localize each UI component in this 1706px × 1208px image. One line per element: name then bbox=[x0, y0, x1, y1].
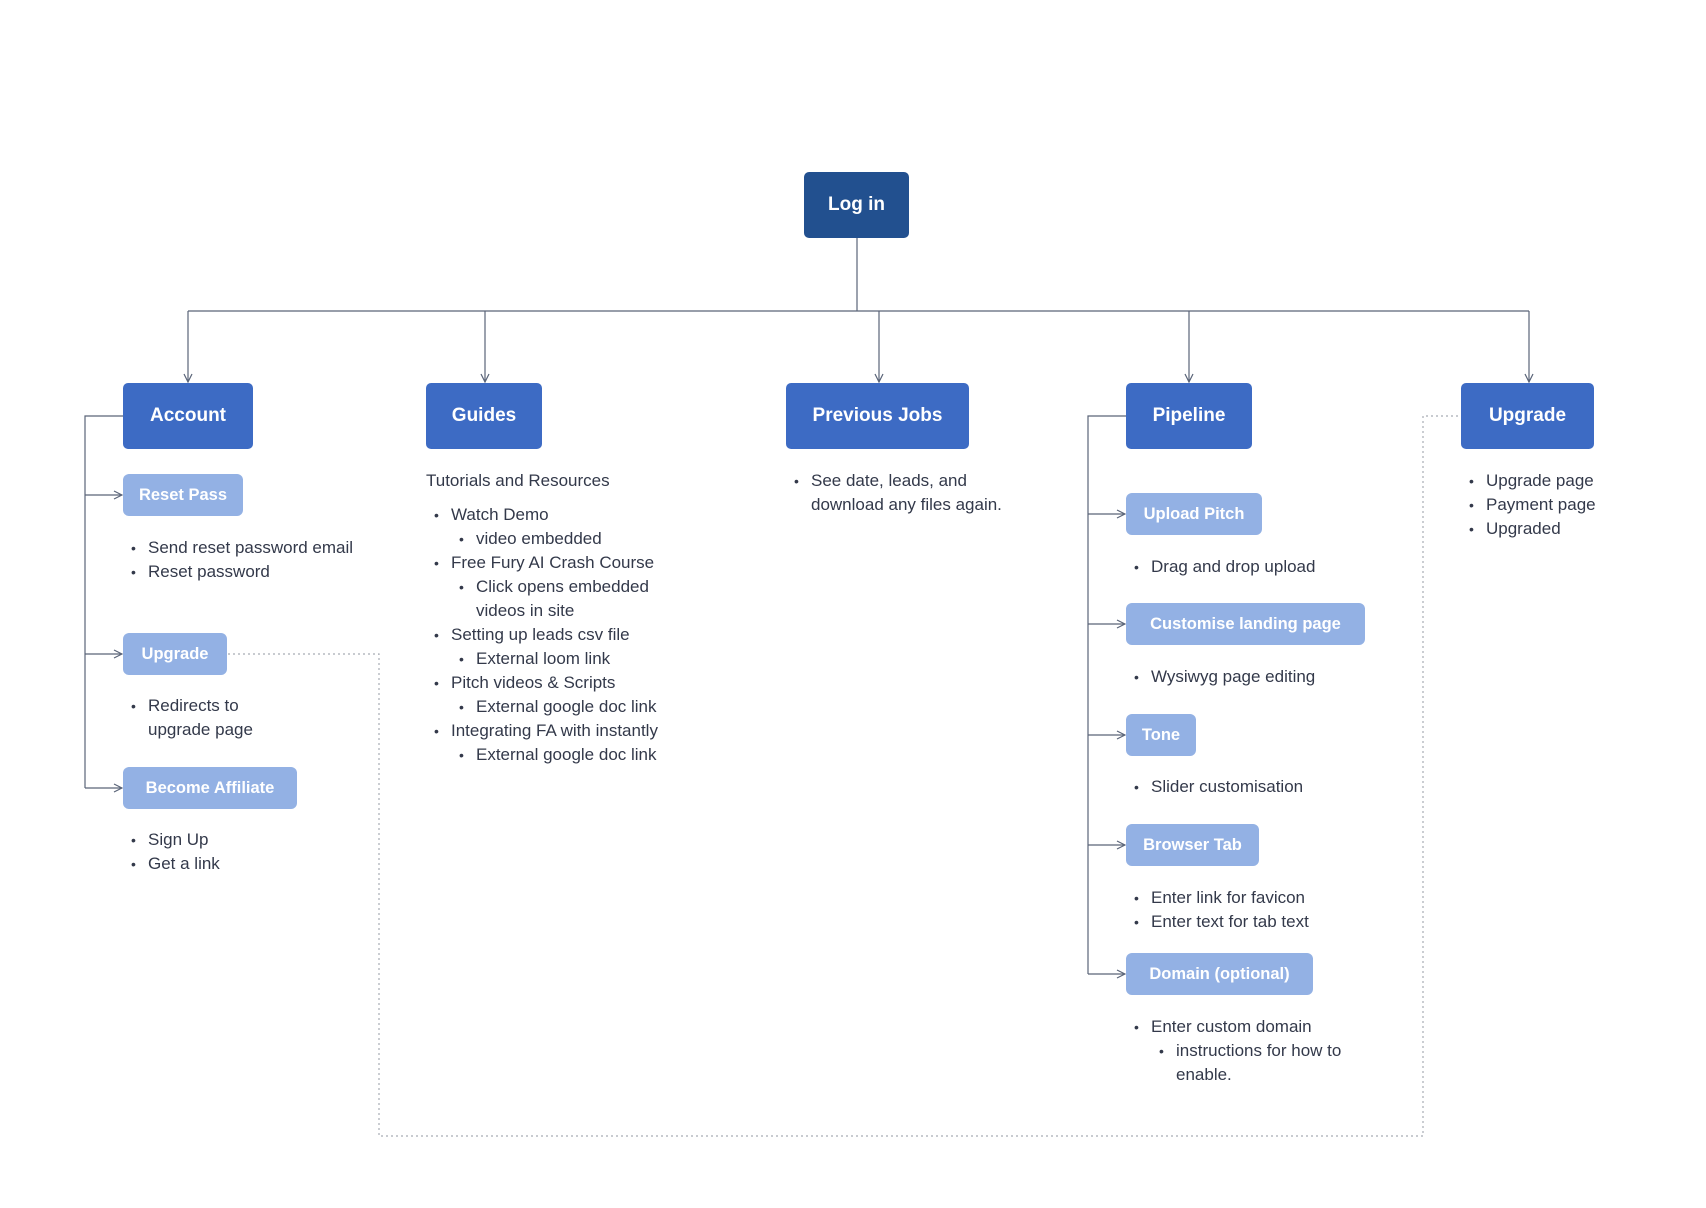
list-item: External google doc link bbox=[426, 743, 746, 767]
account-spine-line bbox=[84, 415, 123, 788]
reset-pass-node[interactable]: Reset Pass bbox=[123, 474, 243, 516]
list-item: Redirects to upgrade page bbox=[123, 694, 303, 742]
login-node[interactable]: Log in bbox=[804, 172, 909, 238]
become-affiliate-node[interactable]: Become Affiliate bbox=[123, 767, 297, 809]
list-item: External loom link bbox=[426, 647, 746, 671]
reset-pass-bullets: Send reset password email Reset password bbox=[123, 536, 363, 584]
list-item: Enter text for tab text bbox=[1126, 910, 1386, 934]
list-item: instructions for how to enable. bbox=[1126, 1039, 1371, 1087]
guides-node[interactable]: Guides bbox=[426, 383, 542, 449]
browser-tab-bullets: Enter link for favicon Enter text for ta… bbox=[1126, 886, 1386, 934]
pipeline-node[interactable]: Pipeline bbox=[1126, 383, 1252, 449]
list-item: Sign Up bbox=[123, 828, 323, 852]
list-item: Wysiwyg page editing bbox=[1126, 665, 1386, 689]
account-upgrade-node[interactable]: Upgrade bbox=[123, 633, 227, 675]
list-item: Enter link for favicon bbox=[1126, 886, 1386, 910]
list-item: Payment page bbox=[1461, 493, 1661, 517]
customise-landing-page-node[interactable]: Customise landing page bbox=[1126, 603, 1365, 645]
list-item: Drag and drop upload bbox=[1126, 555, 1386, 579]
list-item: Get a link bbox=[123, 852, 323, 876]
customise-bullets: Wysiwyg page editing bbox=[1126, 665, 1386, 689]
account-upgrade-bullets: Redirects to upgrade page bbox=[123, 694, 303, 742]
account-node[interactable]: Account bbox=[123, 383, 253, 449]
previous-jobs-bullets: See date, leads, and download any files … bbox=[786, 469, 1031, 517]
tone-node[interactable]: Tone bbox=[1126, 714, 1196, 756]
domain-optional-node[interactable]: Domain (optional) bbox=[1126, 953, 1313, 995]
list-item: Send reset password email bbox=[123, 536, 363, 560]
list-item: Watch Demo bbox=[426, 503, 746, 527]
upload-pitch-node[interactable]: Upload Pitch bbox=[1126, 493, 1262, 535]
list-item: video embedded bbox=[426, 527, 746, 551]
list-item: Free Fury AI Crash Course bbox=[426, 551, 746, 575]
previous-jobs-node[interactable]: Previous Jobs bbox=[786, 383, 969, 449]
list-item: External google doc link bbox=[426, 695, 746, 719]
list-item: Pitch videos & Scripts bbox=[426, 671, 746, 695]
pipeline-spine-line bbox=[1087, 415, 1126, 974]
upload-pitch-bullets: Drag and drop upload bbox=[1126, 555, 1386, 579]
affiliate-bullets: Sign Up Get a link bbox=[123, 828, 323, 876]
list-item: Setting up leads csv file bbox=[426, 623, 746, 647]
upgrade-bullets: Upgrade page Payment page Upgraded bbox=[1461, 469, 1661, 541]
list-item: See date, leads, and download any files … bbox=[786, 469, 1031, 517]
browser-tab-node[interactable]: Browser Tab bbox=[1126, 824, 1259, 866]
guides-content: Tutorials and Resources Watch Demo video… bbox=[426, 469, 746, 767]
upgrade-dotted-link bbox=[228, 415, 1461, 1137]
list-item: Upgrade page bbox=[1461, 469, 1661, 493]
list-item: Enter custom domain bbox=[1126, 1015, 1371, 1039]
list-item: Reset password bbox=[123, 560, 363, 584]
list-item: Slider customisation bbox=[1126, 775, 1386, 799]
guides-heading: Tutorials and Resources bbox=[426, 471, 610, 490]
list-item: Click opens embedded videos in site bbox=[426, 575, 691, 623]
list-item: Upgraded bbox=[1461, 517, 1661, 541]
domain-bullets: Enter custom domain instructions for how… bbox=[1126, 1015, 1371, 1087]
tone-bullets: Slider customisation bbox=[1126, 775, 1386, 799]
upgrade-node[interactable]: Upgrade bbox=[1461, 383, 1594, 449]
list-item: Integrating FA with instantly bbox=[426, 719, 746, 743]
